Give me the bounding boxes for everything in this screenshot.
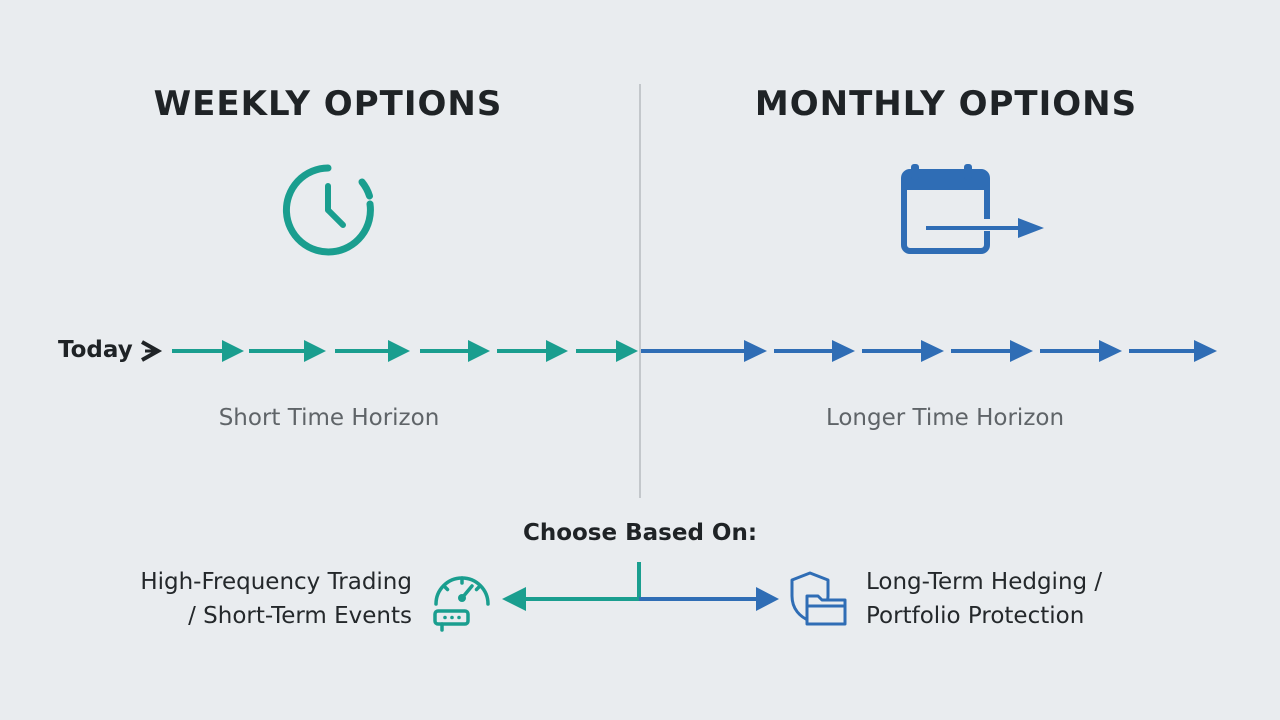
- monthly-timeline-segments: [641, 340, 1217, 362]
- weekly-options-title: WEEKLY OPTIONS: [153, 84, 503, 124]
- monthly-use-case-line-1: Long-Term Hedging /: [866, 569, 1103, 595]
- today-chevron: [141, 340, 163, 362]
- weekly-timeline-segments: [172, 340, 638, 362]
- monthly-use-case-line-2: Portfolio Protection: [866, 603, 1085, 629]
- center-divider: [639, 84, 641, 498]
- weekly-use-case: High-Frequency Trading / Short-Term Even…: [140, 565, 412, 633]
- weekly-use-case-line-2: / Short-Term Events: [188, 603, 412, 629]
- decision-label: Choose Based On:: [522, 520, 758, 546]
- timeline-start-label: Today: [58, 337, 133, 363]
- weekly-use-case-line-1: High-Frequency Trading: [140, 569, 412, 595]
- longer-time-horizon-label: Longer Time Horizon: [825, 405, 1065, 431]
- monthly-options-title: MONTHLY OPTIONS: [754, 84, 1138, 124]
- short-time-horizon-label: Short Time Horizon: [218, 405, 440, 431]
- monthly-use-case: Long-Term Hedging / Portfolio Protection: [866, 565, 1102, 633]
